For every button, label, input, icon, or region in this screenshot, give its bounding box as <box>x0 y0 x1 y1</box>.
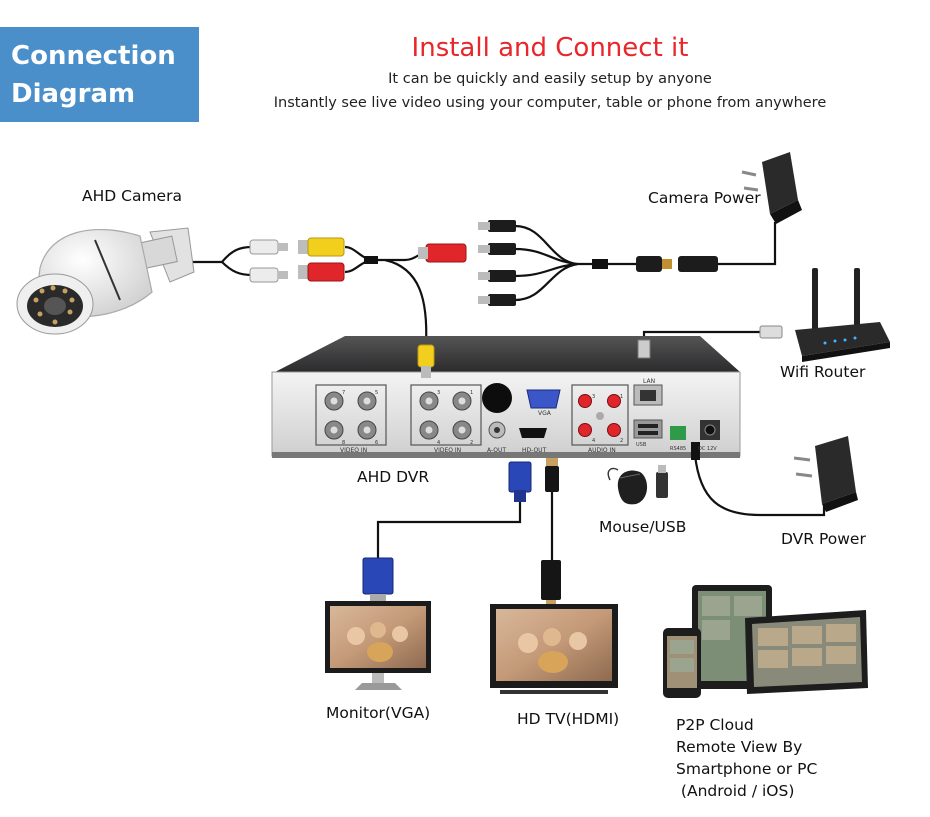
hdtv-image <box>490 560 618 694</box>
usb-label: USB <box>636 442 647 448</box>
camera-rca-connectors <box>249 237 467 283</box>
label-cloud-2: Remote View By <box>676 738 803 756</box>
dvr-panel-labels: VIDEO IN VIDEO IN A-OUT HD-OUT VGA AUDIO… <box>340 378 717 454</box>
hd-out-label: HD-OUT <box>522 447 547 454</box>
svg-text:1: 1 <box>470 390 473 396</box>
label-ahd-dvr: AHD DVR <box>357 468 430 486</box>
rs485-label: RS485 <box>670 446 686 452</box>
vga-cable <box>376 500 522 560</box>
svg-text:6: 6 <box>375 440 378 446</box>
svg-text:5: 5 <box>375 390 378 396</box>
hdmi-plug-top <box>545 458 559 492</box>
label-hd-tv: HD TV(HDMI) <box>517 710 620 728</box>
svg-text:3: 3 <box>592 394 595 400</box>
svg-text:8: 8 <box>342 440 345 446</box>
label-ahd-camera: AHD Camera <box>82 187 182 205</box>
svg-text:2: 2 <box>620 438 623 444</box>
lan-label: LAN <box>643 378 655 385</box>
subtitle-2: Instantly see live video using your comp… <box>273 95 827 111</box>
label-mouse-usb: Mouse/USB <box>599 518 687 536</box>
remote-devices-image <box>663 585 868 698</box>
svg-text:4: 4 <box>437 440 440 446</box>
vga-monitor-image <box>325 557 431 690</box>
ahd-dvr-image <box>271 336 741 460</box>
audio-in-label: AUDIO IN <box>588 447 616 454</box>
cables <box>190 222 826 560</box>
camera-power-cable <box>718 222 777 266</box>
svg-text:4: 4 <box>592 438 595 444</box>
yellow-video-cable <box>384 258 428 346</box>
camera-power-adapter <box>741 152 802 224</box>
badge-line-2: Diagram <box>11 79 136 109</box>
label-cloud-1: P2P Cloud <box>676 716 754 734</box>
mouse-usb-image <box>607 465 668 505</box>
video-in-label-1: VIDEO IN <box>340 447 367 454</box>
label-camera-power: Camera Power <box>648 189 761 207</box>
svg-text:2: 2 <box>470 440 473 446</box>
dvr-power-adapter <box>793 436 858 512</box>
svg-text:7: 7 <box>342 390 345 396</box>
vga-plug-top <box>508 461 532 502</box>
label-cloud-4: (Android / iOS) <box>676 782 795 800</box>
dc12v-label: DC 12V <box>698 446 717 452</box>
page-title: Install and Connect it <box>411 33 689 63</box>
power-splitter <box>478 220 718 306</box>
a-out-label: A-OUT <box>487 447 506 454</box>
camera-split <box>221 245 253 277</box>
subtitle-1: It can be quickly and easily setup by an… <box>388 71 712 87</box>
svg-text:1: 1 <box>620 394 623 400</box>
svg-text:3: 3 <box>437 390 440 396</box>
label-monitor-vga: Monitor(VGA) <box>326 704 431 722</box>
label-cloud-3: Smartphone or PC <box>676 760 818 778</box>
wifi-router-image <box>759 268 890 362</box>
badge-line-1: Connection <box>11 41 176 71</box>
label-wifi-router: Wifi Router <box>780 363 866 381</box>
video-in-label-2: VIDEO IN <box>434 447 461 454</box>
connection-diagram-badge: Connection Diagram <box>0 27 199 122</box>
vga-label: VGA <box>538 410 552 417</box>
ahd-camera-image <box>16 227 195 335</box>
dvr-power-cable <box>693 454 826 517</box>
label-dvr-power: DVR Power <box>781 530 866 548</box>
